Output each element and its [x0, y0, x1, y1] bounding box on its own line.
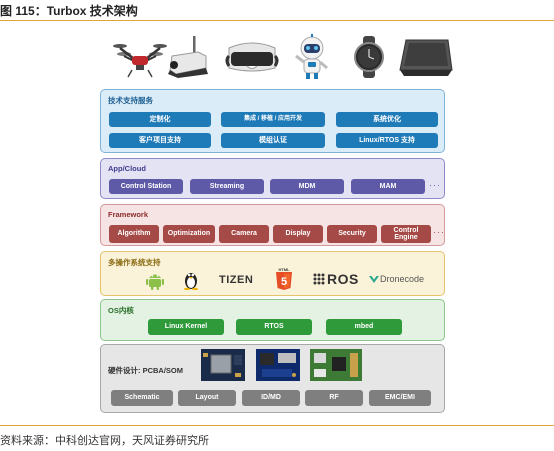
- hw-layout: Layout: [178, 390, 236, 406]
- vr-headset-icon: [225, 42, 279, 72]
- app-streaming: Streaming: [190, 179, 264, 194]
- dronecode-logo: Dronecode: [369, 274, 424, 284]
- framework-control-engine: Control Engine: [381, 225, 431, 243]
- ros-dots-icon: [313, 273, 325, 285]
- service-integration: 集成 / 移植 / 应用开发: [221, 112, 325, 127]
- html5-logo-number: 5: [281, 276, 287, 288]
- tizen-logo: TIZEN: [219, 274, 254, 286]
- html5-logo-label: HTML: [278, 267, 290, 272]
- hw-emc-emi: EMC/EMI: [369, 390, 431, 406]
- dronecode-logo-text: Dronecode: [380, 274, 425, 284]
- service-system-optimization: 系统优化: [336, 112, 438, 127]
- more-indicator: ···: [433, 227, 445, 237]
- layer-tech-services: 技术支持服务 定制化 集成 / 移植 / 应用开发 系统优化 客户项目支持 模组…: [100, 89, 445, 153]
- source-note: 资料来源：中科创达官网，天风证券研究所: [0, 435, 209, 447]
- linux-tux-icon: [184, 273, 198, 290]
- dev-board-image: [310, 349, 362, 381]
- ros-logo-text: ROS: [327, 271, 359, 287]
- app-mdm: MDM: [270, 179, 344, 194]
- kernel-rtos: RTOS: [236, 319, 312, 335]
- layer-hardware: 硬件设计: PCBA/SOM Schematic Layout ID/MD RF…: [100, 344, 445, 413]
- kernel-linux: Linux Kernel: [148, 319, 224, 335]
- layer-title: 硬件设计: PCBA/SOM: [108, 366, 183, 375]
- app-control-station: Control Station: [109, 179, 183, 194]
- hw-rf: RF: [305, 390, 363, 406]
- framework-algorithm: Algorithm: [109, 225, 159, 243]
- robot-icon: [295, 34, 328, 79]
- layer-app-cloud: App/Cloud Control Station Streaming MDM …: [100, 158, 445, 199]
- figure-title: 图 115：Turbox 技术架构: [0, 4, 138, 18]
- more-indicator: ···: [429, 180, 441, 190]
- kernel-mbed: mbed: [326, 319, 402, 335]
- android-icon: [146, 274, 164, 290]
- layer-title: 技术支持服务: [108, 96, 153, 105]
- layer-title: OS内核: [108, 306, 134, 315]
- framework-security: Security: [327, 225, 377, 243]
- drone-icon: [113, 44, 167, 78]
- html5-logo: HTML 5: [276, 267, 292, 290]
- layer-title: Framework: [108, 210, 149, 219]
- layer-title: 多操作系统支持: [108, 258, 161, 267]
- app-mam: MAM: [351, 179, 425, 194]
- security-camera-icon: [168, 36, 208, 78]
- layer-os-kernel: OS内核 Linux Kernel RTOS mbed: [100, 299, 445, 341]
- ros-logo: ROS: [313, 271, 359, 287]
- layer-multi-os: 多操作系统支持 TIZEN HTML 5 ROS Droneco: [100, 251, 445, 296]
- pcba-board-image: [201, 349, 245, 381]
- hw-schematic: Schematic: [111, 390, 173, 406]
- service-customization: 定制化: [109, 112, 211, 127]
- service-module-certification: 模组认证: [221, 133, 325, 148]
- source-rule: [0, 425, 554, 426]
- dronecode-mark-icon: [369, 275, 379, 283]
- framework-display: Display: [273, 225, 323, 243]
- framework-camera: Camera: [219, 225, 269, 243]
- tablet-device-icon: [399, 39, 453, 76]
- service-customer-support: 客户项目支持: [109, 133, 211, 148]
- layer-title: App/Cloud: [108, 164, 146, 173]
- som-board-image: [256, 349, 300, 381]
- service-linux-rtos: Linux/RTOS 支持: [336, 133, 438, 148]
- control-engine-label: Control Engine: [393, 226, 419, 242]
- title-rule: [0, 20, 554, 21]
- smartwatch-icon: [354, 36, 384, 78]
- hw-id-md: ID/MD: [242, 390, 300, 406]
- layer-framework: Framework Algorithm Optimization Camera …: [100, 204, 445, 246]
- framework-optimization: Optimization: [163, 225, 215, 243]
